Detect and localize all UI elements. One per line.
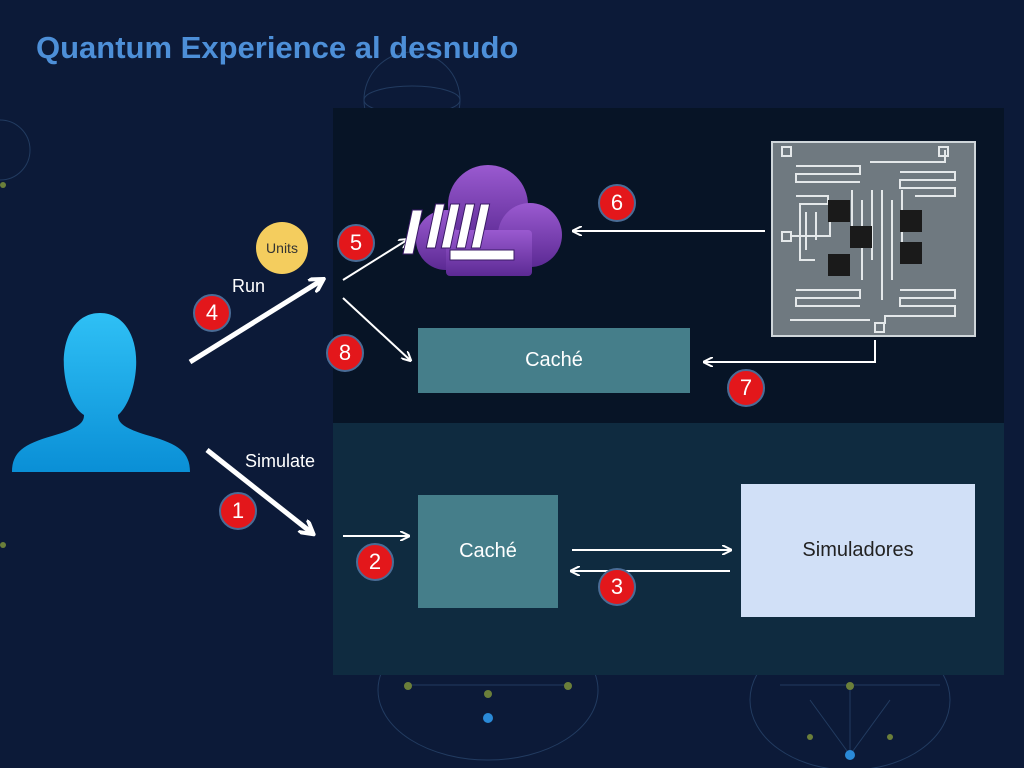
cache-box-top: Caché	[418, 328, 690, 393]
step-badge-7: 7	[727, 369, 765, 407]
run-label: Run	[232, 276, 266, 296]
step-badge-6: 6	[598, 184, 636, 222]
simulators-box: Simuladores	[741, 484, 975, 617]
simulate-arrow	[205, 448, 312, 533]
step-badge-2: 2	[356, 543, 394, 581]
page-title: Quantum Experience al desnudo	[36, 30, 519, 65]
units-badge: Units	[256, 222, 308, 274]
step-badge-3: 3	[598, 568, 636, 606]
arrow-chip-to-cache	[705, 340, 876, 362]
step-badge-8: 8	[326, 334, 364, 372]
user-icon	[12, 313, 190, 472]
quantum-chip-icon	[771, 141, 976, 337]
run-arrow	[188, 280, 322, 365]
step-badge-4: 4	[193, 294, 231, 332]
simulate-label: Simulate	[245, 451, 316, 471]
cloud-server-icon	[402, 165, 562, 276]
cache-box-bottom: Caché	[418, 495, 558, 608]
arrow-to-top-cache	[342, 297, 410, 360]
arrow-to-cloud	[342, 240, 407, 281]
step-badge-5: 5	[337, 224, 375, 262]
step-badge-1: 1	[219, 492, 257, 530]
